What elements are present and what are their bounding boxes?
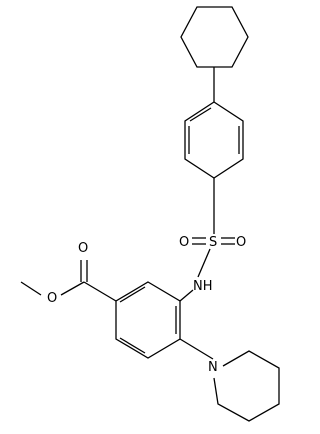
- sulfonyl-oxygen-left-label: O: [179, 235, 189, 250]
- ester-ether-oxygen-label: O: [47, 291, 57, 306]
- piperidine-nitrogen-label: N: [208, 360, 218, 375]
- nh-ring-bond: [179, 289, 194, 302]
- ring-nitrogen-bond: [179, 338, 214, 360]
- sulfonyl-bonds: [192, 237, 235, 278]
- cyclohexyl-ring: [180, 6, 249, 68]
- sulfur-label: S: [209, 235, 217, 250]
- amine-nh-label: NH: [193, 279, 213, 294]
- molecule-canvas: S O O NH O O N: [20, 6, 280, 422]
- phenyl-ring-central: [115, 281, 181, 359]
- molecule-drawing: S O O NH O O N: [20, 6, 280, 422]
- piperidine-ring: [213, 350, 280, 422]
- sulfonyl-oxygen-right-label: O: [236, 235, 246, 250]
- ester-bonds: [20, 260, 117, 302]
- ester-carbonyl-oxygen-label: O: [78, 241, 88, 256]
- phenyl-ring-upper: [184, 101, 244, 179]
